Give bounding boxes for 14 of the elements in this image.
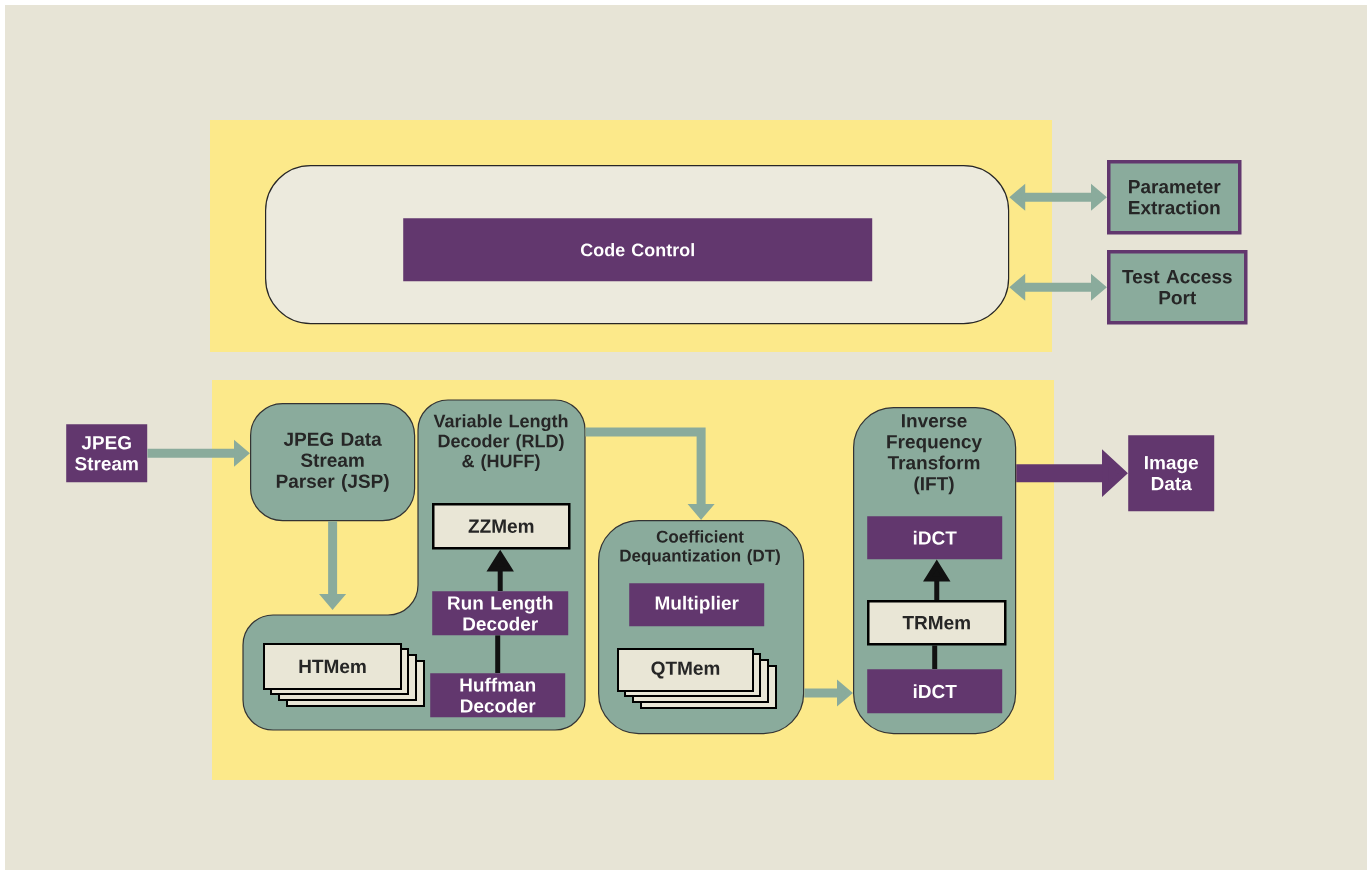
- process-box: iDCT: [867, 516, 1003, 560]
- memory-box: TRMem: [867, 600, 1007, 646]
- input-box: JPEG Stream: [66, 424, 148, 483]
- memory-box: ZZMem: [432, 503, 571, 550]
- process-box: Multiplier: [629, 583, 765, 627]
- interface-box: Parameter Extraction: [1107, 160, 1242, 235]
- process-box: iDCT: [867, 669, 1003, 714]
- memory-stack: QTMem: [617, 648, 777, 709]
- process-box: Code Control: [403, 218, 873, 282]
- process-box: Run Length Decoder: [432, 591, 569, 636]
- parser-block: JPEG Data Stream Parser (JSP): [250, 403, 416, 522]
- process-box: Huffman Decoder: [430, 673, 566, 718]
- interface-box: Test Access Port: [1107, 250, 1248, 325]
- memory-stack: HTMem: [263, 643, 425, 707]
